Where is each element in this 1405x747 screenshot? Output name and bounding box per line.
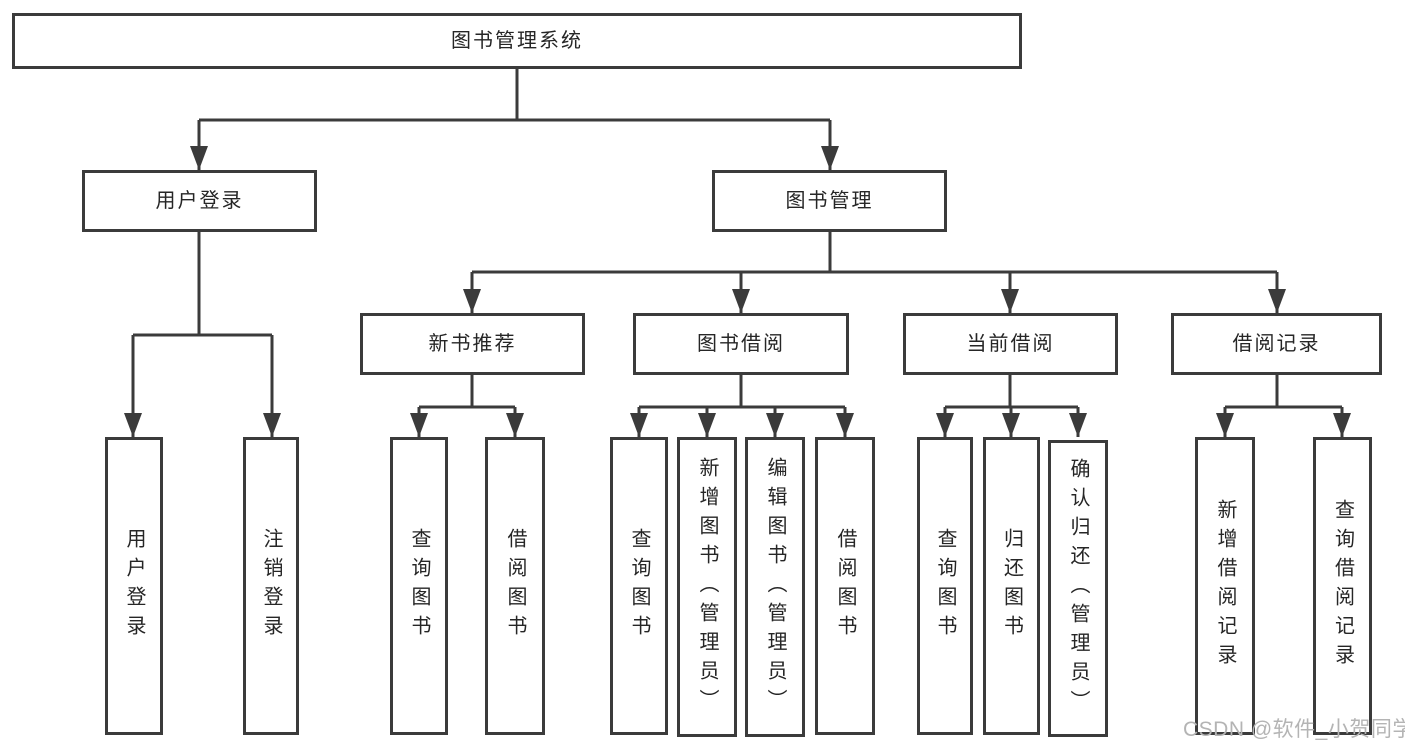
arrowhead-icon xyxy=(1333,413,1351,437)
leaf-query-books-3: 查询图书 xyxy=(917,437,973,735)
node-new-book-recommend: 新书推荐 xyxy=(360,313,585,375)
arrowhead-icon xyxy=(1001,289,1019,313)
node-book-borrow-label: 图书借阅 xyxy=(697,333,785,355)
node-new-book-recommend-label: 新书推荐 xyxy=(428,333,517,355)
leaf-borrow-books-1: 借阅图书 xyxy=(485,437,545,735)
arrowhead-icon xyxy=(936,413,954,437)
connector-borrow-records xyxy=(1223,375,1344,437)
leaf-edit-books-admin: 编辑图书（管理员） xyxy=(745,437,805,737)
leaf-user-login: 用户登录 xyxy=(105,437,163,735)
leaf-label: 借阅图书 xyxy=(834,528,856,644)
leaf-return-books: 归还图书 xyxy=(983,437,1040,735)
node-current-borrow-label: 当前借阅 xyxy=(966,333,1055,355)
arrowhead-icon xyxy=(732,289,750,313)
arrowhead-icon xyxy=(821,146,839,170)
arrowhead-icon xyxy=(506,413,524,437)
connector-new-book xyxy=(417,375,517,437)
leaf-label: 查询图书 xyxy=(628,528,650,644)
node-borrow-records: 借阅记录 xyxy=(1171,313,1382,375)
arrowhead-icon xyxy=(836,413,854,437)
leaf-label: 查询图书 xyxy=(934,528,956,644)
node-book-management: 图书管理 xyxy=(712,170,947,232)
arrowhead-icon xyxy=(1268,289,1286,313)
leaf-query-borrow-record: 查询借阅记录 xyxy=(1313,437,1372,735)
arrowhead-icon xyxy=(1002,413,1020,437)
node-user-login-label: 用户登录 xyxy=(155,190,244,212)
leaf-label: 查询借阅记录 xyxy=(1331,499,1354,673)
node-root-label: 图书管理系统 xyxy=(451,30,583,52)
leaf-label: 确认归还（管理员） xyxy=(1067,458,1089,719)
node-book-borrow: 图书借阅 xyxy=(633,313,849,375)
arrowhead-icon xyxy=(263,413,281,437)
arrowhead-icon xyxy=(410,413,428,437)
arrowhead-icon xyxy=(698,413,716,437)
arrowhead-icon xyxy=(1069,413,1087,437)
leaf-add-books-admin: 新增图书（管理员） xyxy=(677,437,737,737)
connector-book-management xyxy=(470,232,1279,313)
leaf-label: 注销登录 xyxy=(260,528,282,644)
leaf-label: 新增借阅记录 xyxy=(1214,499,1236,673)
node-borrow-records-label: 借阅记录 xyxy=(1232,333,1321,355)
node-current-borrow: 当前借阅 xyxy=(903,313,1118,375)
leaf-label: 借阅图书 xyxy=(504,528,526,644)
connector-root xyxy=(197,69,832,170)
leaf-label: 查询图书 xyxy=(408,528,430,644)
node-book-management-label: 图书管理 xyxy=(785,190,874,212)
connector-user-login xyxy=(131,232,274,437)
leaf-confirm-return-admin: 确认归还（管理员） xyxy=(1048,440,1108,737)
leaf-borrow-books-2: 借阅图书 xyxy=(815,437,875,735)
leaf-label: 编辑图书（管理员） xyxy=(764,456,786,718)
arrowhead-icon xyxy=(190,146,208,170)
connector-book-borrow xyxy=(637,375,847,437)
arrowhead-icon xyxy=(1216,413,1234,437)
arrowhead-icon xyxy=(463,289,481,313)
arrowhead-icon xyxy=(766,413,784,437)
leaf-label: 用户登录 xyxy=(123,528,145,644)
leaf-query-books-2: 查询图书 xyxy=(610,437,668,735)
leaf-query-books-1: 查询图书 xyxy=(390,437,448,735)
leaf-add-borrow-record: 新增借阅记录 xyxy=(1195,437,1255,735)
csdn-watermark: CSDN @软件_小贺同学 xyxy=(1183,718,1405,741)
node-root: 图书管理系统 xyxy=(12,13,1022,69)
leaf-logout: 注销登录 xyxy=(243,437,299,735)
arrowhead-icon xyxy=(124,413,142,437)
leaf-label: 新增图书（管理员） xyxy=(696,456,718,718)
node-user-login: 用户登录 xyxy=(82,170,317,232)
arrowhead-icon xyxy=(630,413,648,437)
leaf-label: 归还图书 xyxy=(1000,528,1023,644)
